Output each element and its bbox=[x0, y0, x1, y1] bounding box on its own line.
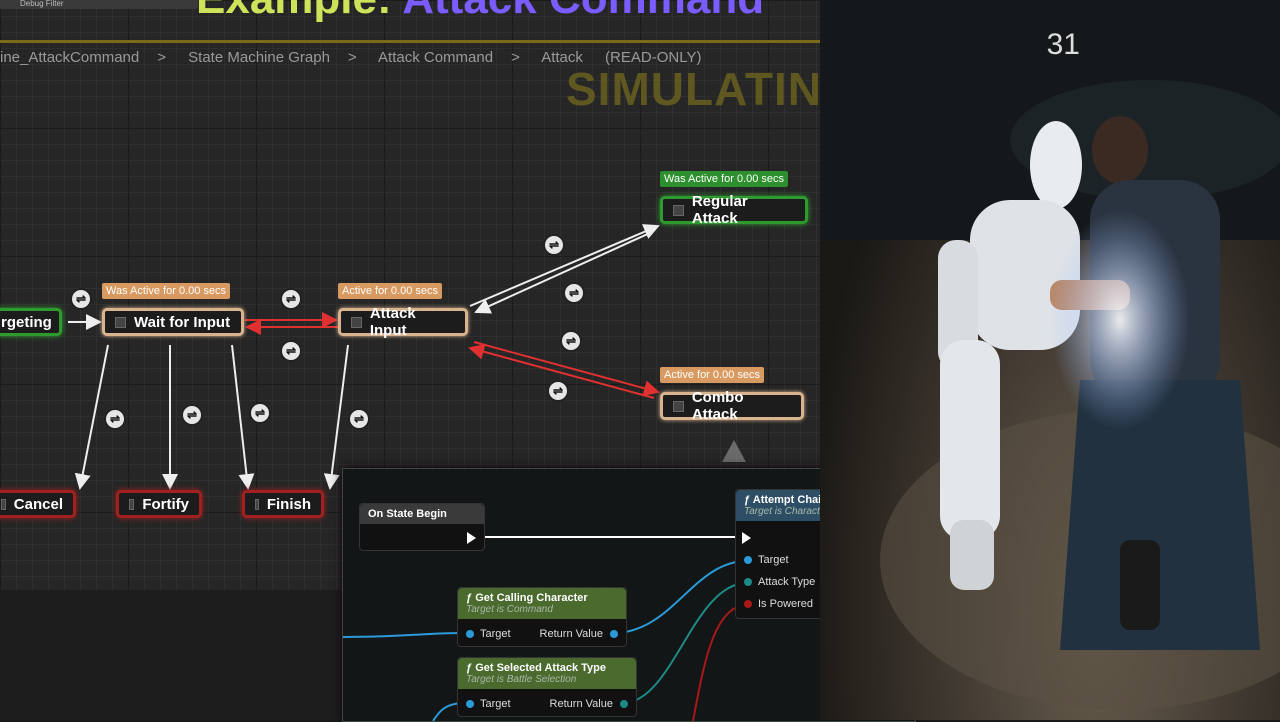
state-square-icon bbox=[129, 498, 135, 510]
pin-dot-icon bbox=[466, 700, 474, 709]
transition-wires bbox=[68, 224, 746, 490]
pin-attack-type[interactable]: Attack Type bbox=[744, 576, 815, 588]
state-square-icon bbox=[255, 498, 259, 510]
node-subtitle: Target is Character Base bbox=[744, 506, 855, 517]
exec-in-pin-icon[interactable] bbox=[742, 532, 751, 544]
transition-rule-icon[interactable]: ⇌ bbox=[70, 288, 92, 310]
simulating-watermark: SIMULATING bbox=[566, 63, 840, 115]
node-title: Get Calling Character bbox=[475, 592, 588, 604]
node-title: On State Begin bbox=[368, 508, 447, 520]
pin-dot-icon bbox=[610, 630, 618, 639]
pin-label: Target bbox=[480, 628, 511, 640]
exec-out-pin-icon[interactable] bbox=[467, 532, 476, 544]
node-title: Get Selected Attack Type bbox=[475, 662, 607, 674]
state-cancel[interactable]: Cancel bbox=[0, 490, 76, 518]
state-label: Cancel bbox=[13, 495, 63, 513]
state-label: Wait for Input bbox=[134, 313, 231, 331]
pin-dot-icon bbox=[466, 630, 474, 639]
pin-return-value[interactable]: Return Value bbox=[540, 628, 618, 640]
state-label: Finish bbox=[266, 495, 311, 513]
transition-rule-icon[interactable]: ⇌ bbox=[104, 408, 126, 430]
fps-counter: 31 bbox=[1046, 28, 1080, 61]
node-header: ƒ Get Selected Attack Type Target is Bat… bbox=[458, 658, 636, 689]
pin-dot-icon bbox=[620, 700, 628, 709]
state-wait-for-input[interactable]: Wait for Input bbox=[102, 308, 244, 336]
state-label: Regular Attack bbox=[691, 193, 748, 227]
title-part-1: Example: bbox=[196, 0, 402, 23]
state-label: Attack Input bbox=[369, 305, 416, 339]
active-time-badge: Was Active for 0.00 secs bbox=[660, 171, 789, 187]
transition-rule-icon[interactable]: ⇌ bbox=[348, 408, 370, 430]
state-regular-attack[interactable]: Regular Attack bbox=[660, 193, 808, 227]
transition-rule-icon[interactable]: ⇌ bbox=[563, 282, 585, 304]
pin-label: Return Value bbox=[539, 628, 603, 640]
get-calling-character-node[interactable]: ƒ Get Calling Character Target is Comman… bbox=[457, 587, 627, 647]
pin-dot-icon bbox=[744, 578, 752, 587]
video-title: Example: Attack Command bbox=[196, 0, 764, 24]
active-time-badge: Active for 0.00 secs bbox=[660, 367, 764, 383]
characters-scene bbox=[820, 0, 1280, 710]
top-bar: Debug Filter bbox=[0, 0, 840, 16]
get-selected-attack-type-node[interactable]: ƒ Get Selected Attack Type Target is Bat… bbox=[457, 657, 637, 717]
state-square-icon bbox=[1, 498, 6, 510]
breadcrumb-item[interactable]: Attack Command bbox=[378, 49, 494, 66]
breadcrumb-separator: > bbox=[511, 49, 520, 66]
transition-rule-icon[interactable]: ⇌ bbox=[280, 288, 302, 310]
pin-return-value[interactable]: Return Value bbox=[550, 698, 628, 710]
state-combo-attack[interactable]: Combo Attack bbox=[660, 389, 804, 423]
game-viewport[interactable]: 31 bbox=[820, 0, 1280, 720]
state-targeting[interactable]: rgeting bbox=[0, 308, 62, 336]
state-label: Combo Attack bbox=[691, 389, 744, 423]
node-subtitle: Target is Command bbox=[466, 604, 553, 615]
state-fortify[interactable]: Fortify bbox=[116, 490, 202, 518]
state-attack-input[interactable]: Attack Input bbox=[338, 305, 468, 339]
breadcrumb-item[interactable]: ine_AttackCommand bbox=[0, 49, 140, 66]
state-label: rgeting bbox=[1, 313, 52, 331]
state-finish[interactable]: Finish bbox=[242, 490, 324, 518]
active-time-badge: Active for 0.00 secs bbox=[338, 283, 442, 299]
transition-rule-icon[interactable]: ⇌ bbox=[560, 330, 582, 352]
breadcrumb-item[interactable]: Attack bbox=[541, 49, 583, 66]
pin-dot-icon bbox=[744, 600, 752, 609]
state-square-icon bbox=[115, 316, 126, 328]
function-icon: ƒ bbox=[466, 662, 476, 674]
pin-is-powered[interactable]: Is Powered bbox=[744, 598, 813, 610]
state-machine-graph[interactable]: Debug Filter Example: Attack Command ine… bbox=[0, 0, 840, 720]
pin-target[interactable]: Target bbox=[744, 554, 789, 566]
pin-label: Target bbox=[480, 698, 511, 710]
read-only-label: (READ-ONLY) bbox=[605, 49, 702, 66]
blurred-overlay bbox=[0, 590, 342, 720]
function-icon: ƒ bbox=[744, 494, 753, 506]
pin-dot-icon bbox=[744, 556, 752, 565]
pin-label: Target bbox=[758, 554, 789, 566]
breadcrumb: ine_AttackCommand> State Machine Graph> … bbox=[0, 40, 840, 73]
breadcrumb-separator: > bbox=[347, 49, 357, 66]
function-icon: ƒ bbox=[466, 592, 476, 604]
title-part-2: Attack Command bbox=[402, 0, 764, 23]
pin-target[interactable]: Target bbox=[466, 698, 511, 710]
pin-label: Is Powered bbox=[758, 598, 814, 610]
state-square-icon bbox=[673, 400, 684, 412]
pin-label: Attack Type bbox=[758, 576, 816, 588]
state-square-icon bbox=[351, 316, 362, 328]
state-label: Fortify bbox=[142, 495, 189, 513]
transition-rule-icon[interactable]: ⇌ bbox=[280, 340, 302, 362]
pin-label: Return Value bbox=[549, 698, 613, 710]
transition-rule-icon[interactable]: ⇌ bbox=[181, 404, 203, 426]
transition-rule-icon[interactable]: ⇌ bbox=[547, 380, 569, 402]
node-header: On State Begin bbox=[360, 504, 484, 524]
state-square-icon bbox=[673, 204, 684, 216]
pin-target[interactable]: Target bbox=[466, 628, 511, 640]
node-subtitle: Target is Battle Selection bbox=[466, 674, 577, 685]
on-state-begin-node[interactable]: On State Begin bbox=[359, 503, 485, 551]
transition-rule-icon[interactable]: ⇌ bbox=[249, 402, 271, 424]
debug-filter-dropdown[interactable]: Debug Filter bbox=[0, 0, 198, 9]
active-time-badge: Was Active for 0.00 secs bbox=[102, 283, 231, 299]
breadcrumb-separator: > bbox=[157, 49, 166, 66]
node-header: ƒ Get Calling Character Target is Comman… bbox=[458, 588, 626, 619]
transition-rule-icon[interactable]: ⇌ bbox=[543, 234, 565, 256]
breadcrumb-item[interactable]: State Machine Graph bbox=[188, 49, 330, 66]
